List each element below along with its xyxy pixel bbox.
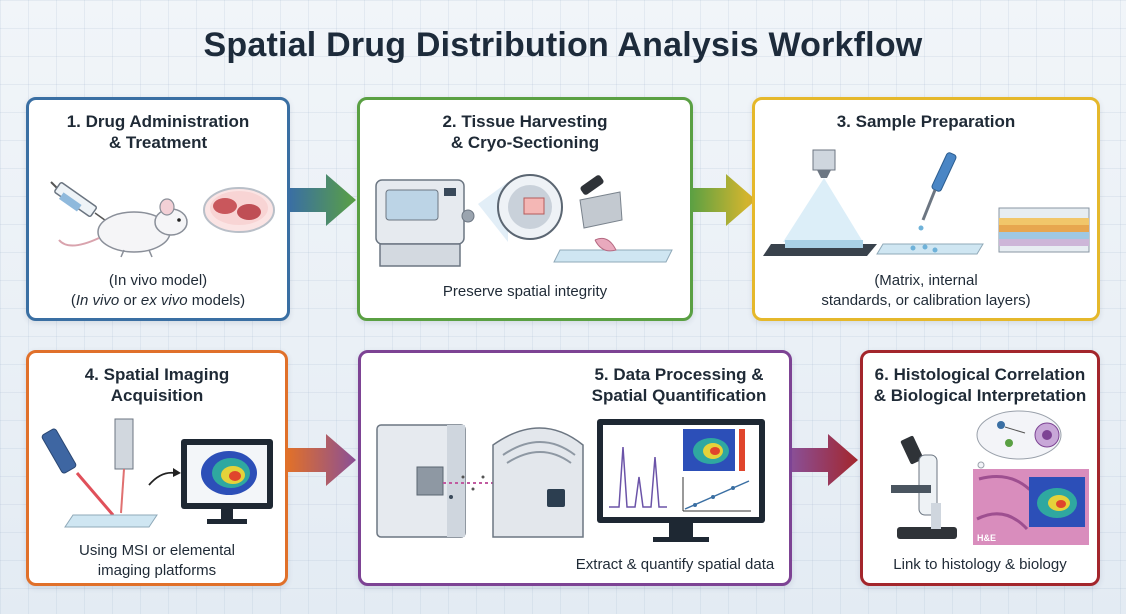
page-title: Spatial Drug Distribution Analysis Workf…: [203, 26, 923, 64]
histology-illustration: H&E: [891, 410, 1089, 545]
step-4-caption: Using MSI or elemental imaging platforms: [79, 542, 235, 579]
spectra-monitor-illustration: [597, 419, 765, 542]
step-1-title: 1. Drug Administration & Treatment: [66, 112, 250, 152]
arrow-4-to-5: [288, 434, 356, 486]
step-3-title: 3. Sample Preparation: [836, 112, 1016, 131]
mouse-icon: [58, 198, 188, 258]
cryostat-machine-icon: [375, 179, 475, 267]
step-4-title: 4. Spatial Imaging Acquisition: [84, 365, 230, 405]
step-5-caption: Extract & quantify spatial data: [575, 556, 775, 573]
pipette-icon: [876, 152, 984, 255]
step-1-caption: (In vivo model) (In vivo or ex vivo mode…: [70, 272, 246, 309]
arrow-5-to-6: [792, 434, 858, 486]
step-6-title: 6. Histological Correlation & Biological…: [873, 365, 1087, 405]
step-2-panel: 2. Tissue Harvesting & Cryo-Sectioning P…: [357, 97, 693, 321]
mass-spectrometer-illustration: [376, 424, 584, 538]
cryostat-illustration: [375, 174, 673, 267]
step-5-panel: 5. Data Processing & Spatial Quantificat…: [358, 350, 792, 586]
calibration-layers-icon: [998, 207, 1090, 253]
arrow-2-to-3: [690, 174, 756, 226]
mouse-syringe-illustration: [50, 181, 275, 258]
syringe-icon: [50, 181, 110, 224]
petri-dish-icon: [203, 187, 275, 233]
laser-probe-icon: [41, 418, 158, 528]
magnified-blade-icon: [478, 174, 563, 242]
matrix-sprayer-icon: [763, 149, 877, 256]
monitor-heatmap-icon: [181, 439, 273, 524]
detector-icon: [492, 427, 584, 538]
he-label: H&E: [977, 533, 996, 543]
ion-beam-icon: [443, 475, 499, 491]
cell-interaction-thought-icon: [976, 410, 1062, 469]
step-1-panel: 1. Drug Administration & Treatment: [26, 97, 290, 321]
step-3-caption: (Matrix, internal standards, or calibrat…: [821, 272, 1031, 309]
tissue-section-slide-icon: [553, 175, 673, 263]
step-4-panel: 4. Spatial Imaging Acquisition Using MSI…: [26, 350, 288, 586]
step-6-caption: Link to histology & biology: [893, 556, 1067, 573]
mass-spectrometer-icon: [376, 424, 466, 538]
step-5-title: 5. Data Processing & Spatial Quantificat…: [591, 365, 767, 405]
step-3-panel: 3. Sample Preparation (Matrix, interna: [752, 97, 1100, 321]
imaging-acquisition-illustration: [41, 418, 273, 528]
calibration-curve-icon: [682, 477, 751, 512]
arrow-1-to-2: [290, 174, 356, 226]
he-stained-tissue-icon: [973, 469, 1089, 545]
step-6-panel: 6. Histological Correlation & Biological…: [860, 350, 1100, 586]
step-2-title: 2. Tissue Harvesting & Cryo-Sectioning: [442, 112, 608, 152]
step-2-caption: Preserve spatial integrity: [442, 283, 608, 300]
mass-spectrum-icon: [609, 446, 667, 508]
microscope-icon: [891, 435, 957, 539]
sample-prep-illustration: [763, 149, 1090, 256]
intensity-heatmap-icon: [683, 429, 745, 471]
